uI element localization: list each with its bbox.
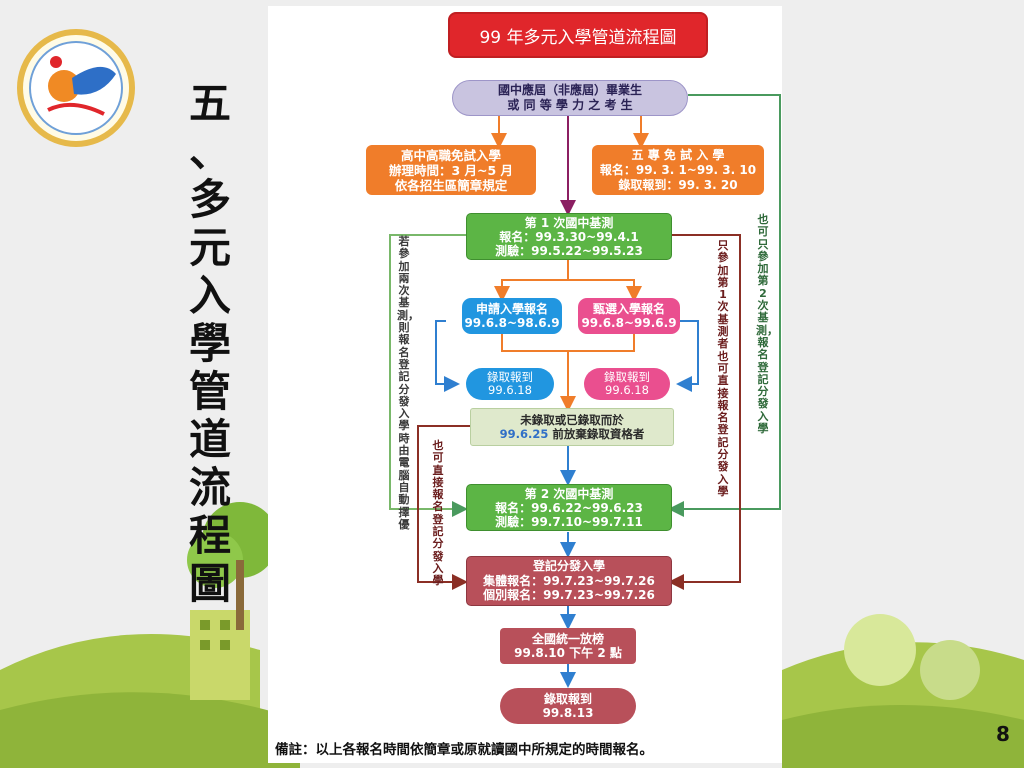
logo: [17, 29, 135, 147]
background-landscape: [0, 502, 1024, 768]
side-note-right-outer: 也可只參加第2次基測，報名登記分發入學: [756, 213, 778, 436]
title-char: 程: [188, 511, 231, 560]
title-char: 管: [188, 367, 231, 416]
final-enroll-node: 錄取報到 99.8.13: [500, 688, 636, 724]
release-node: 全國統一放榜 99.8.10 下午 2 點: [500, 628, 636, 664]
flowchart-title: 99 年多元入學管道流程圖: [448, 12, 708, 58]
title-char: 圖: [188, 559, 231, 608]
title-char: 道: [188, 415, 231, 464]
flowchart-title-text: 99 年多元入學管道流程圖: [479, 27, 677, 48]
footnote: 備註：以上各報名時間依簡章或原就讀國中所規定的時間報名。: [275, 742, 653, 758]
distribution-node: 登記分發入學 集體報名：99.7.23~99.7.26 個別報名：99.7.23…: [466, 556, 672, 606]
page-number: 8: [996, 722, 1010, 746]
high-school-exempt-node: 高中高職免試入學 辦理時間：3 月~5 月 依各招生區簡章規定: [366, 145, 536, 195]
side-note-right-inner: 只參加第1次基測者也可直接報名登記分發入學: [717, 239, 729, 498]
enroll-right-node: 錄取報到 99.6.18: [584, 368, 670, 400]
title-char: 入: [188, 271, 231, 320]
deadline-date: 99.6.25: [499, 427, 549, 441]
side-note-left: 若參加兩次基測，則報名登記分發入學時由電腦自動擇優: [397, 235, 419, 531]
apply-admission-node: 申請入學報名 99.6.8~98.6.9: [462, 298, 562, 334]
junior-college-exempt-node: 五 專 免 試 入 學 報名：99. 3. 1~99. 3. 10 錄取報到：9…: [592, 145, 764, 195]
side-note-middle: 也可直接報名登記分發入學: [432, 439, 444, 588]
title-char: 元: [188, 223, 231, 272]
first-exam-node: 第 1 次國中基測 報名：99.3.30~99.4.1 測驗：99.5.22~9…: [466, 213, 672, 260]
not-admitted-node: 未錄取或已錄取而於 99.6.25 前放棄錄取資格者: [470, 408, 674, 446]
selection-admission-node: 甄選入學報名 99.6.8~99.6.9: [578, 298, 680, 334]
title-char: 、: [188, 127, 231, 176]
vertical-title: 五 、 多 元 入 學 管 道 流 程 圖: [178, 80, 242, 608]
second-exam-node: 第 2 次國中基測 報名：99.6.22~99.6.23 測驗：99.7.10~…: [466, 484, 672, 531]
title-char: 多: [188, 175, 231, 224]
flowchart-connectors: [389, 94, 781, 688]
title-char: 學: [188, 319, 231, 368]
start-node: 國中應屆（非應屆）畢業生 或 同 等 學 力 之 考 生: [452, 80, 688, 116]
title-char: 流: [188, 463, 231, 512]
enroll-left-node: 錄取報到 99.6.18: [466, 368, 554, 400]
title-char: 五: [188, 79, 231, 128]
